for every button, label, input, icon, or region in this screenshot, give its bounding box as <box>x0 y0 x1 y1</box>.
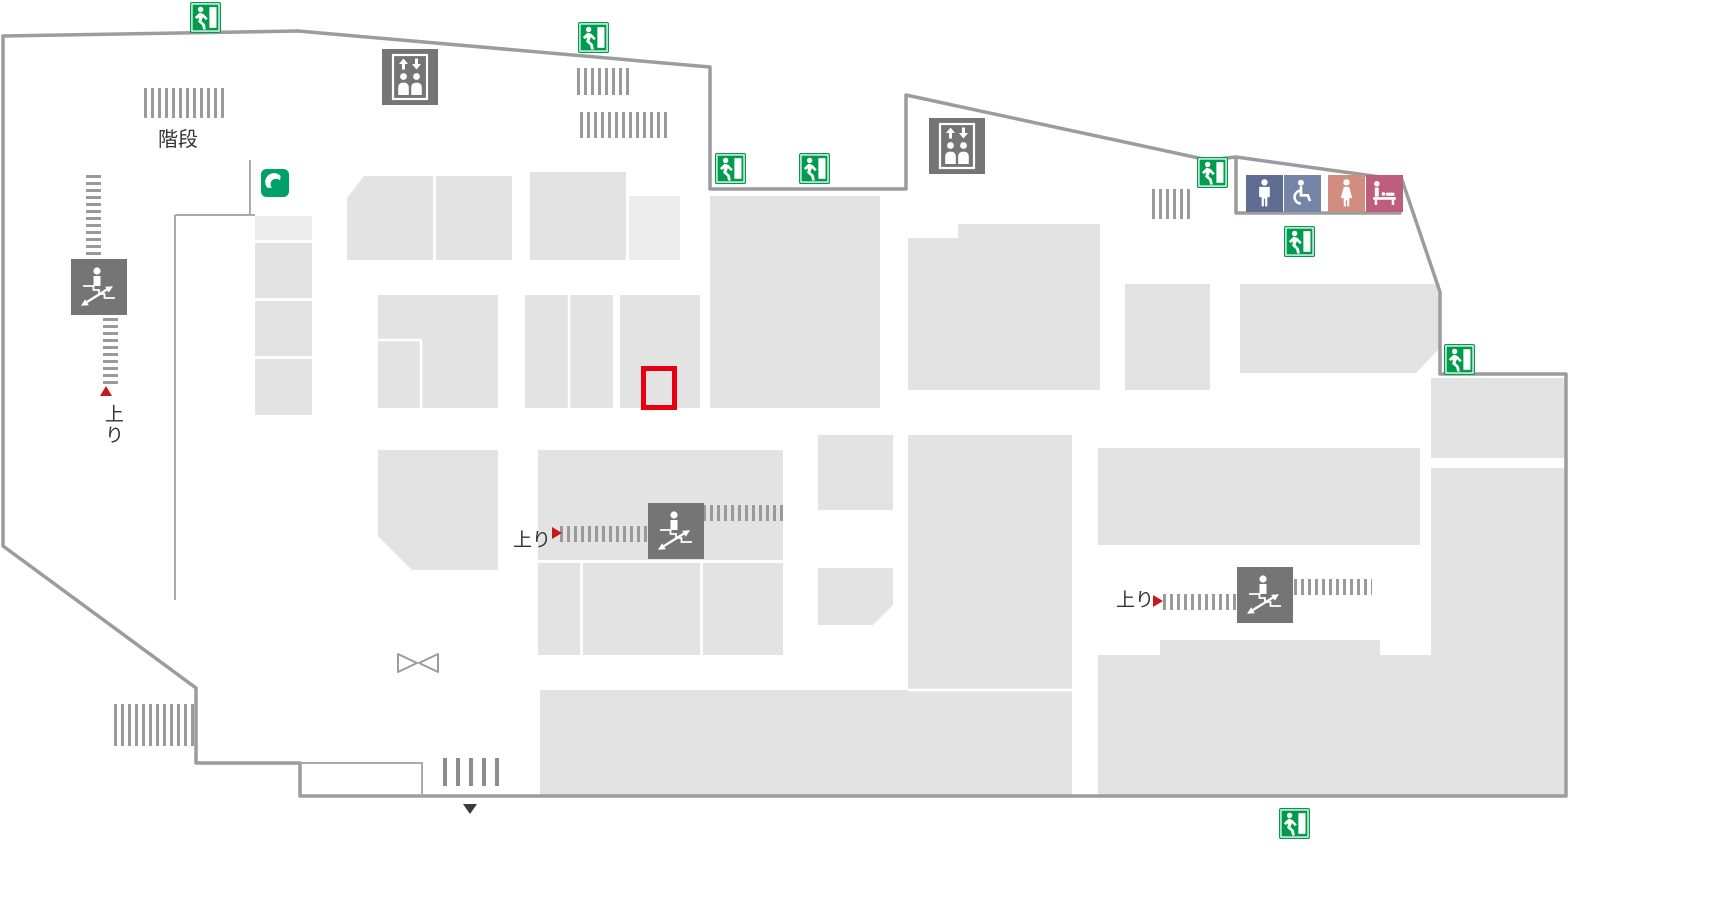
emergency-exit-icon <box>1279 808 1310 839</box>
room-block <box>530 172 626 260</box>
room-block <box>255 216 312 240</box>
stairs-label: 階段 <box>158 127 198 151</box>
mens-toilet-icon <box>1246 175 1283 212</box>
inner-walls <box>174 160 423 796</box>
escalator-icon <box>648 503 704 559</box>
room-block <box>540 690 1072 796</box>
stairs-hatch <box>1152 189 1192 219</box>
escalator-run-hatch <box>703 505 785 521</box>
room-block <box>1431 378 1567 458</box>
building-outline-wall <box>1 29 1568 798</box>
room-block <box>958 224 1100 240</box>
room-dividers <box>378 295 1072 692</box>
escalator-run-hatch <box>560 526 650 542</box>
elevator-icon <box>382 49 438 105</box>
stairs-hatch <box>580 112 668 138</box>
womens-toilet-icon <box>1328 175 1365 212</box>
escalator-run-hatch <box>103 318 118 388</box>
room-block <box>378 450 498 570</box>
room-block <box>255 243 312 298</box>
room-block <box>347 176 433 260</box>
emergency-exit-icon <box>1444 344 1475 375</box>
room-block <box>538 563 580 655</box>
emergency-exit-icon <box>715 153 746 184</box>
room-block <box>818 568 893 625</box>
room-block <box>620 295 700 408</box>
room-block <box>378 295 498 408</box>
room-block <box>703 563 783 655</box>
emergency-exit-icon <box>1197 157 1228 188</box>
stairs-hatch <box>443 758 501 786</box>
room-block <box>908 435 1072 690</box>
escalator-run-hatch <box>1163 594 1239 610</box>
entrance-down-arrow-icon <box>463 804 477 814</box>
emergency-exit-icon <box>190 2 221 33</box>
room-block <box>710 196 880 408</box>
stairs-hatch <box>577 68 629 95</box>
current-location-marker <box>641 366 677 410</box>
emergency-exit-icon <box>578 22 609 53</box>
room-block <box>1240 284 1440 373</box>
emergency-exit-icon <box>1284 226 1315 257</box>
double-door-icon <box>397 653 439 673</box>
baby-changing-icon <box>1366 175 1403 212</box>
room-block <box>629 196 680 260</box>
room-block <box>436 176 512 260</box>
escalator-icon <box>1237 567 1293 623</box>
escalator-run-hatch <box>1294 579 1372 595</box>
room-block <box>818 435 893 510</box>
right-arrow-icon <box>1153 595 1163 607</box>
room-block <box>1125 284 1210 390</box>
room-block <box>583 563 700 655</box>
toilet-area-wall <box>1234 155 1402 215</box>
escalator-icon <box>71 259 127 315</box>
up-arrow-icon <box>100 386 112 396</box>
wheelchair-accessible-icon <box>1284 175 1321 212</box>
stairs-hatch <box>144 88 226 118</box>
up-label-east: 上り <box>1116 589 1155 611</box>
room-block <box>255 359 312 415</box>
stairs-hatch <box>114 704 198 746</box>
room-block <box>255 301 312 356</box>
phone-icon <box>261 169 289 197</box>
elevator-icon <box>929 118 985 174</box>
emergency-exit-icon <box>799 153 830 184</box>
escalator-run-hatch <box>86 175 101 261</box>
right-arrow-icon <box>552 527 562 539</box>
room-block <box>1098 448 1420 545</box>
room-block <box>908 238 1100 390</box>
room-block <box>1098 655 1567 796</box>
up-label-west: 上り <box>101 404 124 446</box>
room-blocks <box>255 172 1567 796</box>
room-block <box>1160 640 1380 655</box>
up-label-center: 上り <box>513 529 552 551</box>
